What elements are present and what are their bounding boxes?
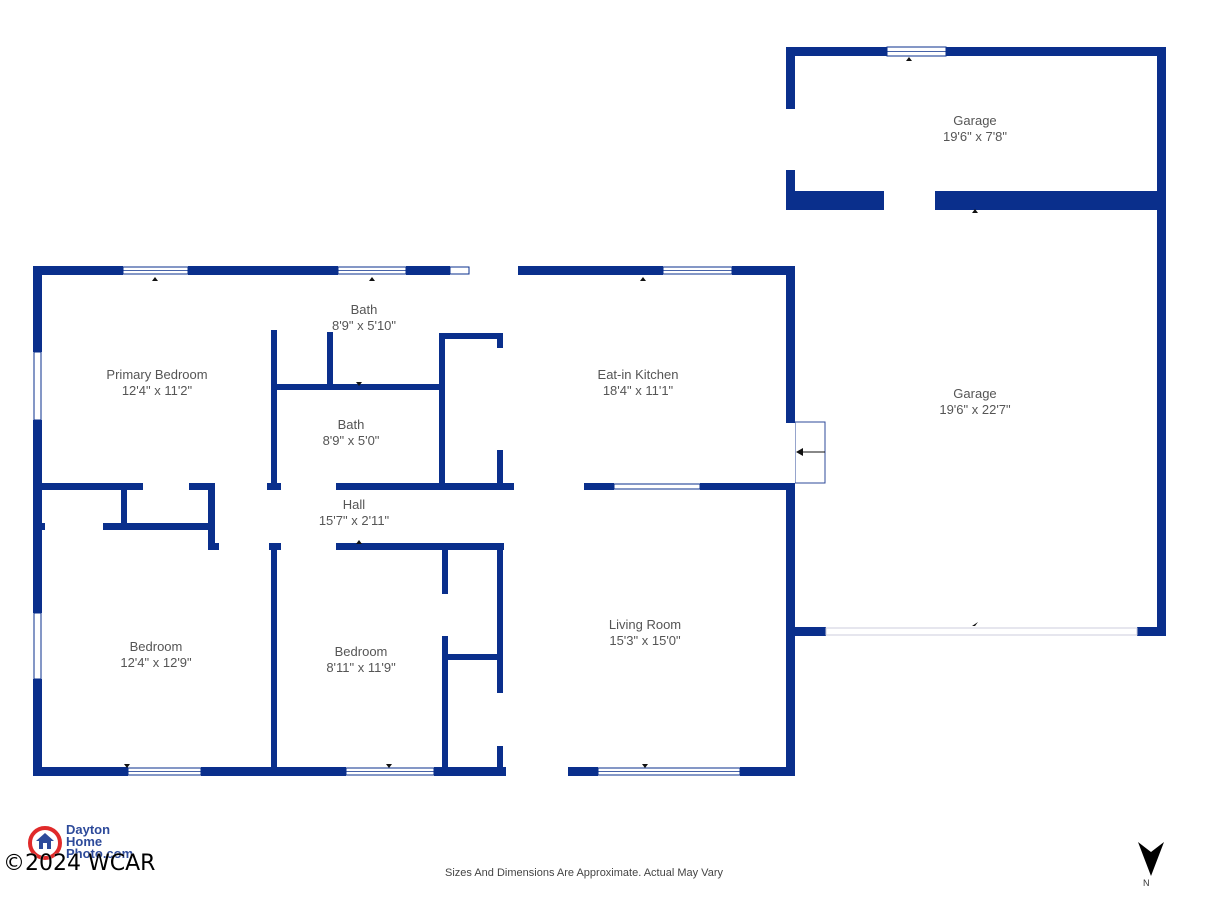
room-main-garage: Garage 19'6" x 22'7" <box>939 386 1010 418</box>
logo-wordmark: Dayton Home Photo.com <box>66 822 134 861</box>
north-label: N <box>1143 878 1150 888</box>
room-dimensions: 15'7" x 2'11" <box>318 513 390 528</box>
logo-line: Dayton <box>66 822 111 837</box>
room-name: Hall <box>342 497 366 512</box>
room-bedroom-left: Bedroom 12'4" x 12'9" <box>120 639 191 671</box>
logo-line: Photo.com <box>66 846 134 861</box>
room-dimensions: 15'3" x 15'0" <box>609 633 681 648</box>
room-living-room: Living Room 15'3" x 15'0" <box>609 617 681 649</box>
room-dimensions: 8'11" x 11'9" <box>326 660 396 675</box>
north-arrow-icon <box>1138 842 1164 876</box>
logo-line: Home <box>66 834 103 849</box>
copyright-watermark: ©2024 WCAR <box>3 851 156 876</box>
upper-garage-walls <box>786 46 1166 212</box>
room-name: Bedroom <box>334 644 388 659</box>
disclaimer-text: Sizes And Dimensions Are Approximate. Ac… <box>445 867 723 879</box>
room-dimensions: 19'6" x 22'7" <box>939 402 1011 417</box>
room-dimensions: 18'4" x 11'1" <box>602 383 674 398</box>
room-dimensions: 12'4" x 12'9" <box>120 655 192 670</box>
room-bedroom-middle: Bedroom 8'11" x 11'9" <box>326 644 395 676</box>
main-garage-walls <box>786 205 1166 636</box>
room-dimensions: 8'9" x 5'10" <box>331 318 397 333</box>
room-upper-garage: Garage 19'6" x 7'8" <box>943 113 1007 145</box>
house-icon <box>36 833 54 849</box>
interior-walls <box>33 266 795 776</box>
room-name: Bedroom <box>129 639 183 654</box>
room-name: Living Room <box>608 617 682 632</box>
company-logo: Dayton Home Photo.com <box>28 822 168 868</box>
room-name: Garage <box>953 113 997 128</box>
room-dimensions: 12'4" x 11'2" <box>121 383 193 398</box>
room-name: Bath <box>337 417 365 432</box>
room-bath-lower: Bath 8'9" x 5'0" <box>323 417 380 449</box>
room-bath-upper: Bath 8'9" x 5'10" <box>332 302 396 334</box>
room-dimensions: 19'6" x 7'8" <box>942 129 1008 144</box>
room-primary-bedroom: Primary Bedroom 12'4" x 11'2" <box>106 367 207 399</box>
house-outer-walls <box>33 266 795 776</box>
measurement-ticks <box>124 57 978 768</box>
room-name: Primary Bedroom <box>106 367 208 382</box>
room-hall: Hall 15'7" x 2'11" <box>319 497 389 529</box>
room-name: Bath <box>350 302 378 317</box>
room-eat-in-kitchen: Eat-in Kitchen 18'4" x 11'1" <box>598 367 679 399</box>
room-name: Garage <box>953 386 997 401</box>
room-name: Eat-in Kitchen <box>597 367 679 382</box>
room-dimensions: 8'9" x 5'0" <box>322 433 380 448</box>
